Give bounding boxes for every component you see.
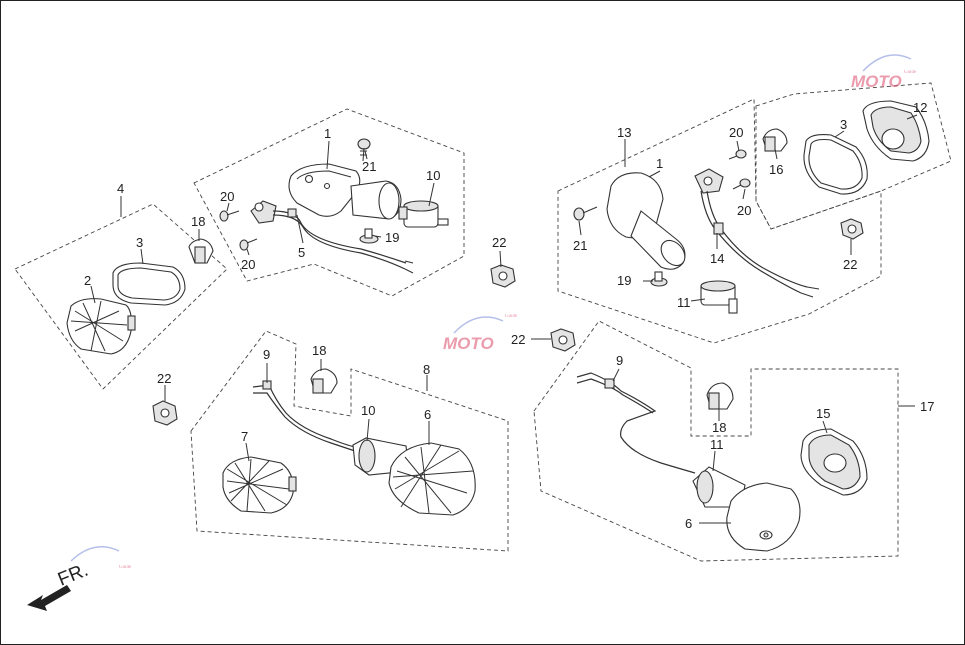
housing-1	[288, 163, 361, 217]
callout-20-right-a: 20	[729, 125, 743, 140]
callout-10: 10	[426, 168, 440, 183]
group-outline-5	[193, 108, 465, 297]
callout-21-right: 21	[573, 238, 587, 253]
front-left-signal	[66, 262, 186, 355]
group-outline-8	[190, 330, 509, 552]
wire-9-right	[576, 372, 696, 474]
callout-3: 3	[136, 235, 143, 250]
watermark-sub: Guide	[904, 70, 917, 75]
lower-right-signal	[576, 372, 868, 552]
callout-numbers: 1 21 10 5 19 4 3 2 20 18 20 13 1 21 19 1…	[84, 100, 934, 531]
harness-14	[694, 168, 820, 298]
front-direction-indicator: FR.	[27, 560, 91, 611]
callout-20-right-b: 20	[737, 203, 751, 218]
screw-19	[359, 228, 379, 244]
arrow-left-icon	[27, 585, 71, 611]
watermark-brand: MOTO	[851, 72, 902, 91]
nut-22-center	[490, 264, 516, 288]
callout-22-center: 22	[492, 235, 506, 250]
nut-22-mid	[550, 328, 576, 352]
leader-lines	[90, 114, 918, 524]
harness-5	[250, 200, 414, 274]
lens-15	[800, 428, 868, 496]
lens-6	[388, 442, 476, 516]
callout-19: 19	[385, 230, 399, 245]
callout-8: 8	[423, 362, 430, 377]
callout-1: 1	[324, 126, 331, 141]
callout-21: 21	[362, 159, 376, 174]
screw-19-right	[650, 271, 668, 287]
watermark-bottom-left: Guide	[70, 546, 132, 570]
callout-20-a: 20	[220, 189, 234, 204]
callout-20-b: 20	[241, 257, 255, 272]
upper-right-signal	[573, 100, 930, 314]
lower-left-signal	[222, 368, 476, 516]
callout-15: 15	[816, 406, 830, 421]
callout-14: 14	[710, 251, 724, 266]
callout-3-right: 3	[840, 117, 847, 132]
callout-22-mid: 22	[511, 332, 525, 347]
lens-2-tab	[127, 315, 136, 331]
bulb-16	[762, 128, 788, 152]
callout-9-right: 9	[616, 353, 623, 368]
group-outlines	[14, 82, 952, 562]
bolt-21	[357, 138, 371, 162]
socket-10	[398, 200, 449, 228]
callout-22-right: 22	[843, 257, 857, 272]
callout-18-c: 18	[712, 420, 726, 435]
callout-7: 7	[241, 429, 248, 444]
gasket-3-right	[803, 134, 868, 195]
callout-17: 17	[920, 399, 934, 414]
screw-20-right-a	[728, 149, 747, 160]
callout-6-right: 6	[685, 516, 692, 531]
bolt-21-right	[573, 206, 598, 221]
callout-9: 9	[263, 347, 270, 362]
callout-18-b: 18	[312, 343, 326, 358]
callout-5: 5	[298, 245, 305, 260]
callout-11-right: 11	[677, 295, 691, 310]
callout-12: 12	[913, 100, 927, 115]
bulb-18-a	[188, 238, 214, 264]
upper-left-signal	[188, 138, 449, 274]
callout-18-a: 18	[191, 214, 205, 229]
housing-6-right	[726, 482, 801, 552]
callout-13: 13	[617, 125, 631, 140]
screw-20-a	[219, 210, 240, 222]
socket-11	[700, 280, 738, 314]
watermark-sub-2: Guide	[505, 314, 518, 319]
group-outline-12	[755, 82, 952, 230]
watermark-brand-2: MOTO	[443, 334, 494, 353]
watermark-center: MOTO Guide	[443, 314, 518, 353]
callout-2: 2	[84, 273, 91, 288]
callout-10-lower: 10	[361, 403, 375, 418]
callout-1-right: 1	[656, 156, 663, 171]
group-outline-13	[557, 98, 882, 344]
watermark-top-right: MOTO Guide	[851, 54, 917, 91]
callout-11-lower: 11	[710, 437, 724, 452]
callout-19-right: 19	[617, 273, 631, 288]
group-outline-4	[14, 203, 228, 390]
direction-label: FR.	[55, 560, 91, 591]
callout-6: 6	[424, 407, 431, 422]
watermark-sub-3: Guide	[119, 565, 132, 570]
wire-9	[252, 384, 356, 448]
bulb-18-b	[310, 368, 338, 394]
nut-22-left	[152, 400, 178, 426]
callout-16: 16	[769, 162, 783, 177]
callout-22-left: 22	[157, 371, 171, 386]
group-outline-17	[533, 320, 899, 562]
screw-20-b	[239, 238, 258, 251]
bulb-18-c	[706, 382, 734, 410]
screw-20-right-b	[732, 178, 751, 190]
callout-4: 4	[117, 181, 124, 196]
nut-22-right	[840, 218, 864, 240]
